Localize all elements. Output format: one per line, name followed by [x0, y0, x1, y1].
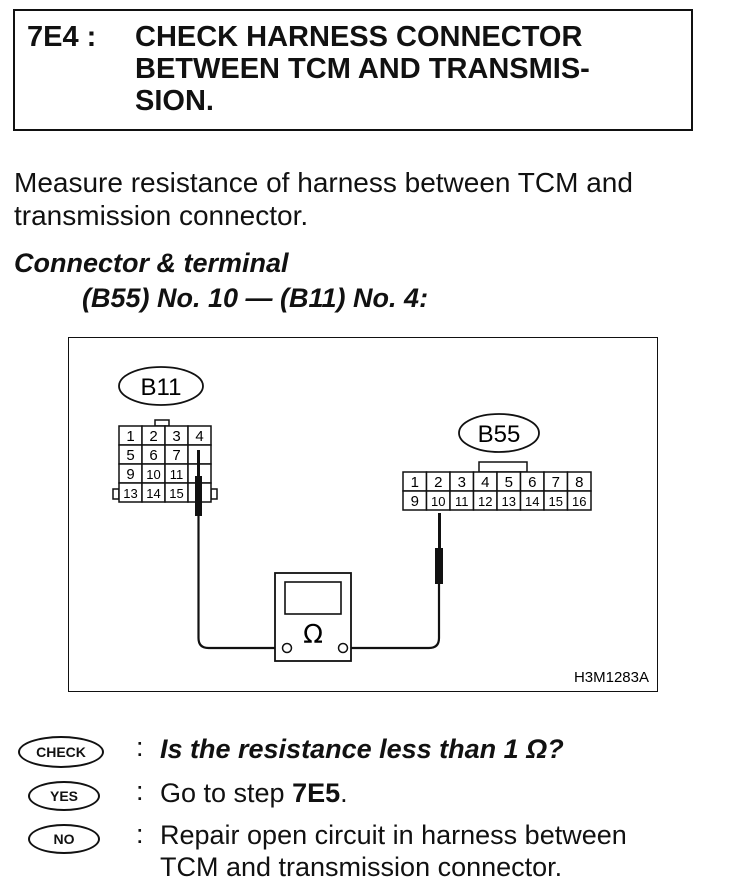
b11-pin-label: 7 — [172, 447, 180, 464]
step-header-box: 7E4 : CHECK HARNESS CONNECTOR BETWEEN TC… — [13, 9, 693, 131]
b55-pin-cell — [566, 490, 592, 511]
no-answer-line: TCM and transmission connector. — [160, 852, 563, 882]
b55-pin-label: 2 — [434, 474, 442, 491]
wire-left — [197, 516, 283, 650]
b55-pin-label: 10 — [431, 494, 445, 509]
step-title-line: CHECK HARNESS CONNECTOR — [135, 21, 583, 53]
step-title-line: BETWEEN TCM AND TRANSMIS- — [135, 53, 590, 85]
b11-pin-label: 9 — [126, 466, 134, 483]
figure-code: H3M1283A — [574, 669, 649, 686]
ohmmeter: Ω — [274, 572, 352, 662]
b11-pin-label: 15 — [169, 486, 183, 501]
b11-side-tab-left — [112, 488, 120, 500]
yes-answer-suffix: . — [340, 778, 348, 808]
b55-pin-label: 15 — [549, 494, 563, 509]
b55-pin-label: 16 — [572, 494, 586, 509]
b11-label-ellipse — [118, 366, 204, 406]
b55-pin-label: 3 — [458, 474, 466, 491]
check-badge: CHECK — [18, 736, 104, 768]
b55-pin-label: 9 — [411, 493, 419, 510]
yes-answer: Go to step 7E5. — [160, 777, 348, 809]
b11-pin-label: 1 — [126, 428, 134, 445]
ohmmeter-terminal-right — [337, 642, 349, 654]
ohmmeter-display — [284, 581, 342, 615]
b11-pin-label: 11 — [170, 467, 184, 482]
b55-pin-label: 13 — [502, 494, 516, 509]
no-colon: : — [136, 819, 144, 849]
b55-pin-label: 8 — [575, 474, 583, 491]
b55-pin-label: 5 — [505, 474, 513, 491]
wire-right — [347, 584, 441, 650]
b55-probe-pin — [438, 513, 441, 549]
yes-answer-prefix: Go to step — [160, 778, 293, 808]
no-badge: NO — [28, 824, 100, 854]
b55-pin-label: 6 — [528, 474, 536, 491]
b55-label: B55 — [478, 421, 521, 448]
b11-label: B11 — [141, 374, 182, 401]
ohmmeter-terminal-left — [281, 642, 293, 654]
check-question: Is the resistance less than 1 Ω? — [160, 734, 564, 764]
intro-text: Measure resistance of harness between TC… — [14, 166, 724, 232]
b11-probe-body — [195, 476, 202, 516]
step-title-line: SION. — [135, 85, 214, 117]
ohm-symbol: Ω — [303, 620, 323, 650]
b11-pin-label: 5 — [126, 447, 134, 464]
b11-probe-pin — [197, 450, 200, 476]
b11-pin-label: 3 — [172, 428, 180, 445]
b55-pin-label: 4 — [481, 474, 489, 491]
no-answer-line: Repair open circuit in harness between — [160, 820, 627, 850]
b55-probe-body — [435, 548, 443, 584]
check-colon: : — [136, 732, 144, 762]
intro-line: transmission connector. — [14, 200, 309, 231]
b55-latch — [478, 461, 528, 473]
b55-pin-label: 7 — [552, 474, 560, 491]
b11-pin-label: 6 — [149, 447, 157, 464]
b55-pin-label: 12 — [478, 494, 492, 509]
yes-colon: : — [136, 776, 144, 806]
b11-latch — [154, 419, 170, 427]
b55-pin-label: 11 — [455, 494, 469, 509]
b11-pin-label: 10 — [146, 467, 160, 482]
b11-side-tab-right — [210, 488, 218, 500]
b11-pin-label: 2 — [149, 428, 157, 445]
b55-pin-label: 14 — [525, 494, 539, 509]
b11-pin-label: 4 — [195, 428, 203, 445]
step-title: CHECK HARNESS CONNECTOR BETWEEN TCM AND … — [135, 21, 655, 117]
b55-pin-label: 1 — [411, 474, 419, 491]
connector-terminal-value: (B55) No. 10 — (B11) No. 4: — [82, 283, 429, 313]
connector-terminal-label: Connector & terminal — [14, 248, 289, 278]
no-answer: Repair open circuit in harness between T… — [160, 819, 627, 883]
intro-line: Measure resistance of harness between TC… — [14, 167, 633, 198]
step-id: 7E4 : — [27, 21, 97, 53]
yes-badge: YES — [28, 781, 100, 811]
b11-pin-label: 14 — [146, 486, 160, 501]
yes-answer-step: 7E5 — [292, 778, 341, 808]
b11-pin-label: 13 — [123, 486, 137, 501]
b55-label-ellipse — [458, 413, 540, 453]
